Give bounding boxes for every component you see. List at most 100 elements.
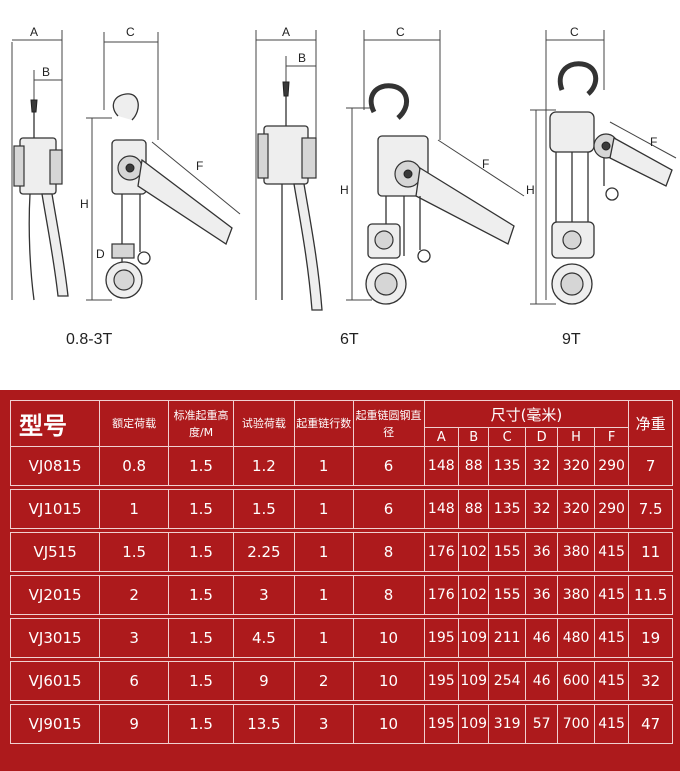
cell-test: 9 <box>233 661 295 701</box>
cell-c: 211 <box>488 618 526 658</box>
cell-dia: 6 <box>352 489 425 529</box>
header-rated-load: 额定荷载 <box>99 400 170 447</box>
cell-rated: 1 <box>99 489 170 529</box>
cell-test: 1.5 <box>233 489 295 529</box>
dim-c-label-3: C <box>570 25 579 39</box>
cell-b: 109 <box>457 618 490 658</box>
cell-a: 148 <box>423 489 460 529</box>
cell-model: VJ3015 <box>9 618 101 658</box>
cell-model: VJ1015 <box>9 489 101 529</box>
cell-falls: 1 <box>293 446 354 486</box>
header-dim-h: H <box>557 427 595 447</box>
cell-rated: 3 <box>99 618 170 658</box>
cell-w: 11 <box>628 532 673 572</box>
dim-a-label: A <box>30 25 38 39</box>
cell-falls: 3 <box>293 704 354 744</box>
cell-d: 46 <box>524 661 559 701</box>
dim-c-label-2: C <box>396 25 405 39</box>
cell-a: 176 <box>423 575 460 615</box>
cell-f: 290 <box>593 446 630 486</box>
cell-lift: 1.5 <box>168 489 234 529</box>
cell-d: 32 <box>524 446 559 486</box>
cell-h: 320 <box>557 446 595 486</box>
cell-rated: 2 <box>99 575 170 615</box>
cell-a: 176 <box>423 532 460 572</box>
header-dim-b: B <box>457 427 490 447</box>
cell-dia: 10 <box>352 661 425 701</box>
header-test-load: 试验荷载 <box>233 400 295 447</box>
cell-w: 47 <box>628 704 673 744</box>
cell-c: 254 <box>488 661 526 701</box>
cell-d: 36 <box>524 532 559 572</box>
cell-a: 148 <box>423 446 460 486</box>
cell-b: 102 <box>457 575 490 615</box>
cell-model: VJ6015 <box>9 661 101 701</box>
cell-rated: 0.8 <box>99 446 170 486</box>
cell-d: 57 <box>524 704 559 744</box>
cell-test: 13.5 <box>233 704 295 744</box>
dim-h-label-3: H <box>526 183 535 197</box>
drawing-small-hoist: A B C H F D 0.8-3T <box>11 25 241 348</box>
cell-rated: 6 <box>99 661 170 701</box>
cell-test: 1.2 <box>233 446 295 486</box>
cell-c: 155 <box>488 575 526 615</box>
header-model: 型号 <box>9 400 101 447</box>
cell-test: 3 <box>233 575 295 615</box>
cell-dia: 6 <box>352 446 425 486</box>
header-weight: 净重 <box>628 400 673 447</box>
cell-rated: 9 <box>99 704 170 744</box>
cell-model: VJ515 <box>9 532 101 572</box>
cell-a: 195 <box>423 704 460 744</box>
cell-model: VJ2015 <box>9 575 101 615</box>
cell-h: 480 <box>557 618 595 658</box>
cell-b: 88 <box>457 446 490 486</box>
cell-f: 415 <box>593 532 630 572</box>
cell-lift: 1.5 <box>168 575 234 615</box>
cell-b: 102 <box>457 532 490 572</box>
model-label-9t: 9T <box>562 331 581 348</box>
dim-d-label-1: D <box>96 247 105 261</box>
drawing-6t-hoist: A B C H F 6T <box>255 25 525 348</box>
dim-b-label: B <box>42 65 50 79</box>
cell-dia: 10 <box>352 704 425 744</box>
cell-falls: 1 <box>293 532 354 572</box>
dim-h-label-1: H <box>80 197 89 211</box>
cell-w: 11.5 <box>628 575 673 615</box>
cell-b: 109 <box>457 704 490 744</box>
dim-f-label-1: F <box>196 159 203 173</box>
cell-test: 2.25 <box>233 532 295 572</box>
cell-w: 7.5 <box>628 489 673 529</box>
dim-f-label-2: F <box>482 157 489 171</box>
hoist-drawings: A B C H F D 0.8-3T <box>11 25 677 348</box>
header-chain-dia: 起重链圆钢直径 <box>352 400 425 447</box>
cell-model: VJ0815 <box>9 446 101 486</box>
cell-f: 415 <box>593 704 630 744</box>
cell-dia: 10 <box>352 618 425 658</box>
header-dim-a: A <box>423 427 460 447</box>
cell-dia: 8 <box>352 575 425 615</box>
model-label-small: 0.8-3T <box>66 331 112 348</box>
cell-f: 290 <box>593 489 630 529</box>
header-std-lift: 标准起重高度/M <box>168 400 234 447</box>
cell-d: 32 <box>524 489 559 529</box>
cell-h: 320 <box>557 489 595 529</box>
cell-h: 700 <box>557 704 595 744</box>
cell-a: 195 <box>423 618 460 658</box>
cell-rated: 1.5 <box>99 532 170 572</box>
cell-falls: 1 <box>293 489 354 529</box>
cell-lift: 1.5 <box>168 704 234 744</box>
cell-h: 380 <box>557 532 595 572</box>
cell-d: 36 <box>524 575 559 615</box>
spec-table-panel: 型号 额定荷载 标准起重高度/M 试验荷载 起重链行数 起重链圆钢直径 尺寸(毫… <box>0 390 680 771</box>
cell-h: 600 <box>557 661 595 701</box>
cell-falls: 2 <box>293 661 354 701</box>
cell-w: 7 <box>628 446 673 486</box>
dim-f-label-3: F <box>650 135 657 149</box>
cell-falls: 1 <box>293 575 354 615</box>
